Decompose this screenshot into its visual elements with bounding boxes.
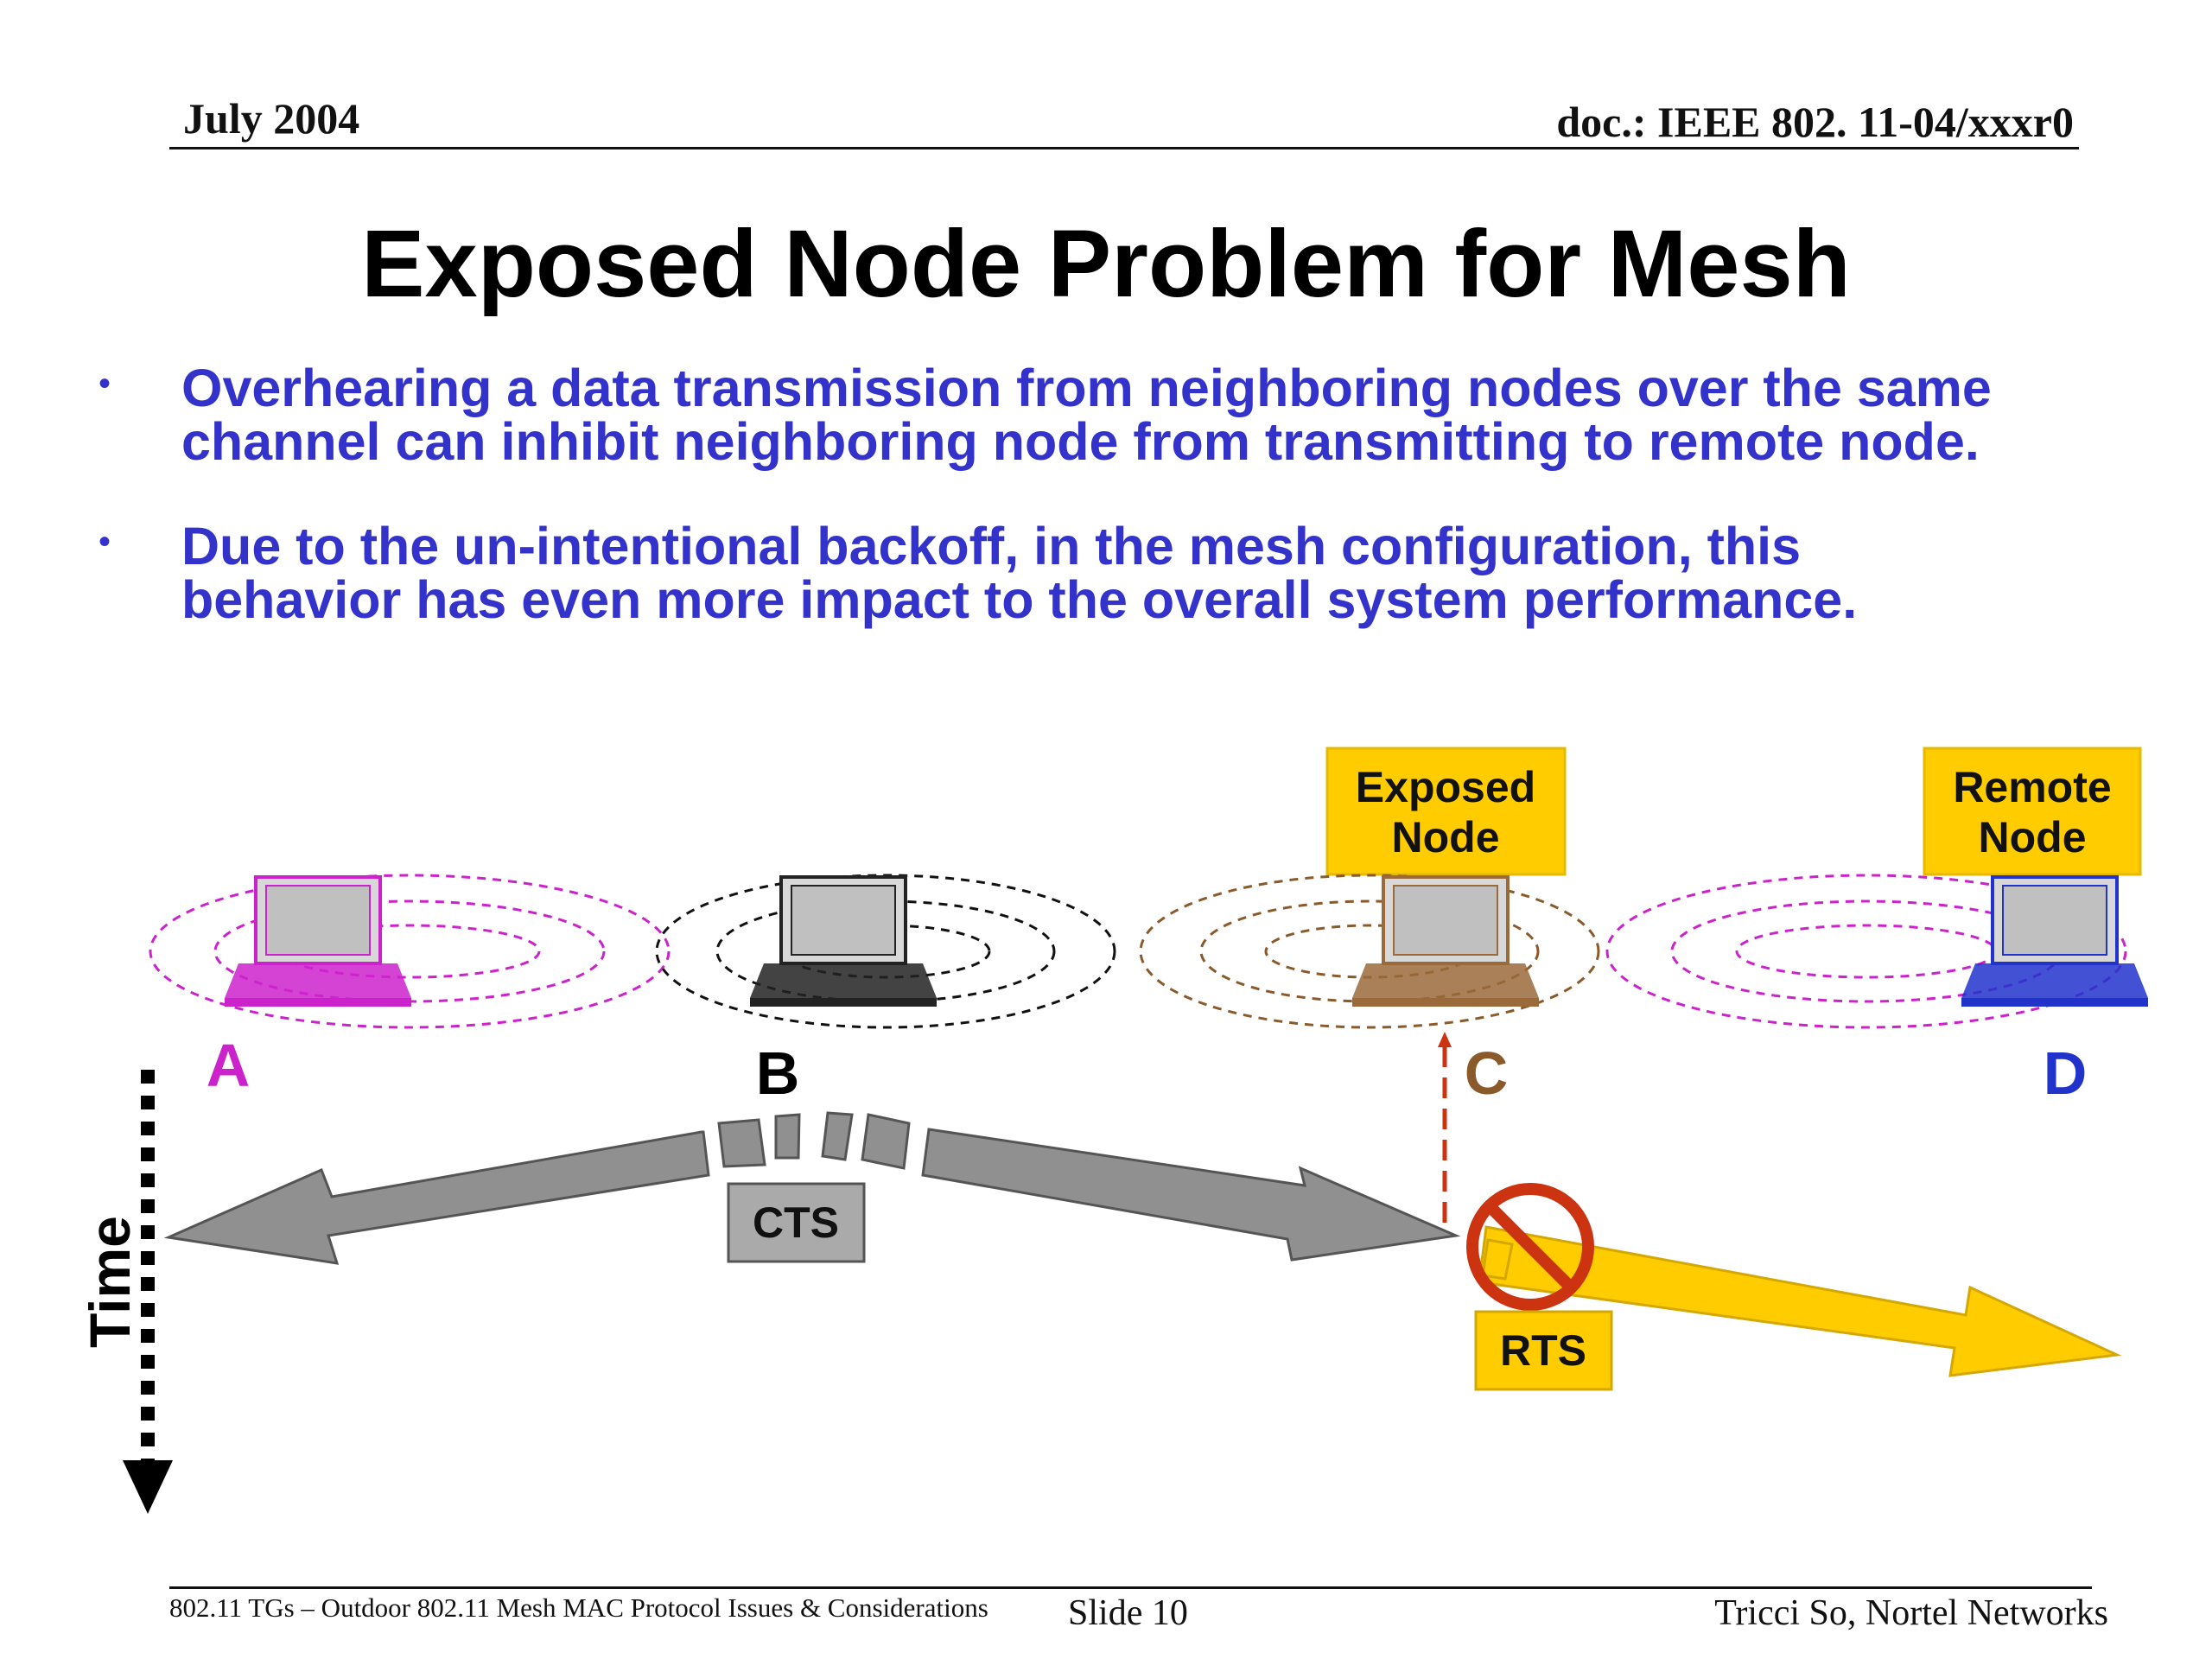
bullet-marker: • xyxy=(99,523,111,561)
node-label-c: C xyxy=(1465,1039,1509,1107)
node-label-b: B xyxy=(756,1039,800,1107)
exposed-node-label-line2: Node xyxy=(1392,813,1500,861)
bullet-text-1: Overhearing a data transmission from nei… xyxy=(181,361,1992,468)
bullet-2-line-2: behavior has even more impact to the ove… xyxy=(181,570,1858,629)
prohibited-icon xyxy=(1466,1183,1594,1311)
time-label: Time xyxy=(78,1216,142,1348)
slide-title: Exposed Node Problem for Mesh xyxy=(361,211,1851,317)
bullet-text-2: Due to the un-intentional backoff, in th… xyxy=(181,519,1857,626)
node-label-a: A xyxy=(207,1032,251,1099)
exposed-node-label-box: Exposed Node xyxy=(1325,747,1567,876)
ring-d-inner xyxy=(1735,924,1998,979)
cts-arrow-right xyxy=(921,1128,1461,1262)
ring-b-mid xyxy=(715,899,1056,1003)
exposed-node-label-bg xyxy=(1325,747,1567,876)
header-rule xyxy=(169,147,2079,149)
cts-fragment xyxy=(774,1113,801,1160)
cts-fragment xyxy=(821,1111,854,1161)
bullet-item-1: • Overhearing a data transmission from n… xyxy=(97,361,2171,468)
bullet-2-line-1: Due to the un-intentional backoff, in th… xyxy=(181,517,1802,575)
rts-box xyxy=(1474,1310,1613,1391)
remote-node-label-box: Remote Node xyxy=(1923,747,2142,876)
remote-node-label-line2: Node xyxy=(1979,813,2087,861)
ring-a-outer xyxy=(149,874,671,1029)
laptop-icon xyxy=(748,875,938,1008)
cts-box xyxy=(727,1182,866,1263)
footer-left: 802.11 TGs – Outdoor 802.11 Mesh MAC Pro… xyxy=(169,1592,988,1623)
header-date: July 2004 xyxy=(183,94,360,143)
remote-node-label-bg xyxy=(1923,747,2142,876)
exposed-arrow-head xyxy=(1438,1032,1452,1047)
ring-c-outer xyxy=(1139,874,1600,1029)
cts-fragment xyxy=(717,1118,766,1168)
footer-slide-number: Slide 10 xyxy=(1068,1593,1188,1633)
header-doc-id: doc.: IEEE 802. 11-04/xxxr0 xyxy=(1556,98,2074,146)
rts-label: RTS xyxy=(1500,1326,1586,1375)
laptop-icon xyxy=(223,875,413,1008)
bullet-marker: • xyxy=(99,365,111,403)
ring-d-outer xyxy=(1605,874,2127,1029)
cts-fragments xyxy=(717,1111,911,1170)
bullet-1-line-1: Overhearing a data transmission from nei… xyxy=(181,359,1992,417)
remote-node-label-line1: Remote xyxy=(1953,763,2111,811)
cts-arrow-left xyxy=(163,1130,710,1265)
time-arrow-icon xyxy=(123,1070,173,1514)
node-label-d: D xyxy=(2044,1039,2088,1107)
footer-rule xyxy=(169,1586,2092,1589)
cts-fragment xyxy=(861,1113,911,1170)
exposed-node-label-line1: Exposed xyxy=(1356,763,1535,811)
rts-fragment xyxy=(1481,1238,1514,1281)
footer-author: Tricci So, Nortel Networks xyxy=(1714,1593,2108,1633)
bullet-1-line-2: channel can inhibit neighboring node fro… xyxy=(181,412,1980,471)
ring-c-mid xyxy=(1199,899,1540,1003)
cts-label: CTS xyxy=(753,1198,839,1247)
laptop-icon xyxy=(1351,875,1541,1008)
bullet-item-2: • Due to the un-intentional backoff, in … xyxy=(97,519,2171,626)
